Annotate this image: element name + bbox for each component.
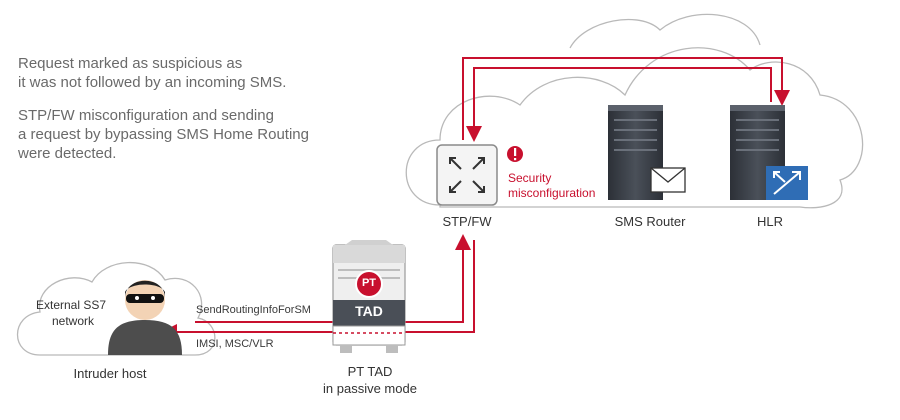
pt-tad-label-1: PT TAD: [347, 364, 393, 379]
external-network-label-1: External SS7: [36, 298, 107, 312]
stp-fw-label: STP/FW: [442, 214, 492, 229]
message-response-label: IMSI, MSC/VLR: [196, 338, 274, 350]
note-line-3: STP/FW misconfiguration and sending: [18, 107, 274, 124]
pt-tad-label-2: in passive mode: [323, 381, 417, 396]
route-request: [195, 234, 471, 323]
note-line-2: it was not followed by an incoming SMS.: [18, 74, 287, 91]
route-response: [161, 240, 475, 340]
note-line-1: Request marked as suspicious as: [18, 55, 243, 72]
route-stp-to-hlr: [462, 57, 790, 140]
note-line-4: a request by bypassing SMS Home Routing: [18, 126, 309, 143]
intruder-label: Intruder host: [73, 366, 147, 381]
alert-line-2: misconfiguration: [508, 186, 596, 200]
operator-cloud-top: [569, 13, 761, 49]
alert-line-1: Security: [508, 171, 552, 185]
sms-router-label: SMS Router: [614, 214, 686, 229]
hlr-switch-icon: [766, 166, 808, 200]
envelope-icon: [650, 167, 686, 193]
pt-logo-text: PT: [361, 277, 377, 289]
stp-fw-node: [436, 144, 498, 206]
tad-badge: TAD: [355, 303, 383, 319]
hlr-label: HLR: [756, 214, 783, 229]
exclamation-icon: [507, 146, 523, 162]
note-line-5: were detected.: [18, 145, 117, 162]
intruder-avatar: [108, 280, 182, 355]
external-network-label-2: network: [52, 314, 95, 328]
route-hlr-to-stp: [466, 67, 772, 142]
pt-logo: [355, 270, 383, 298]
message-request-label: SendRoutingInfoForSM: [196, 304, 311, 316]
